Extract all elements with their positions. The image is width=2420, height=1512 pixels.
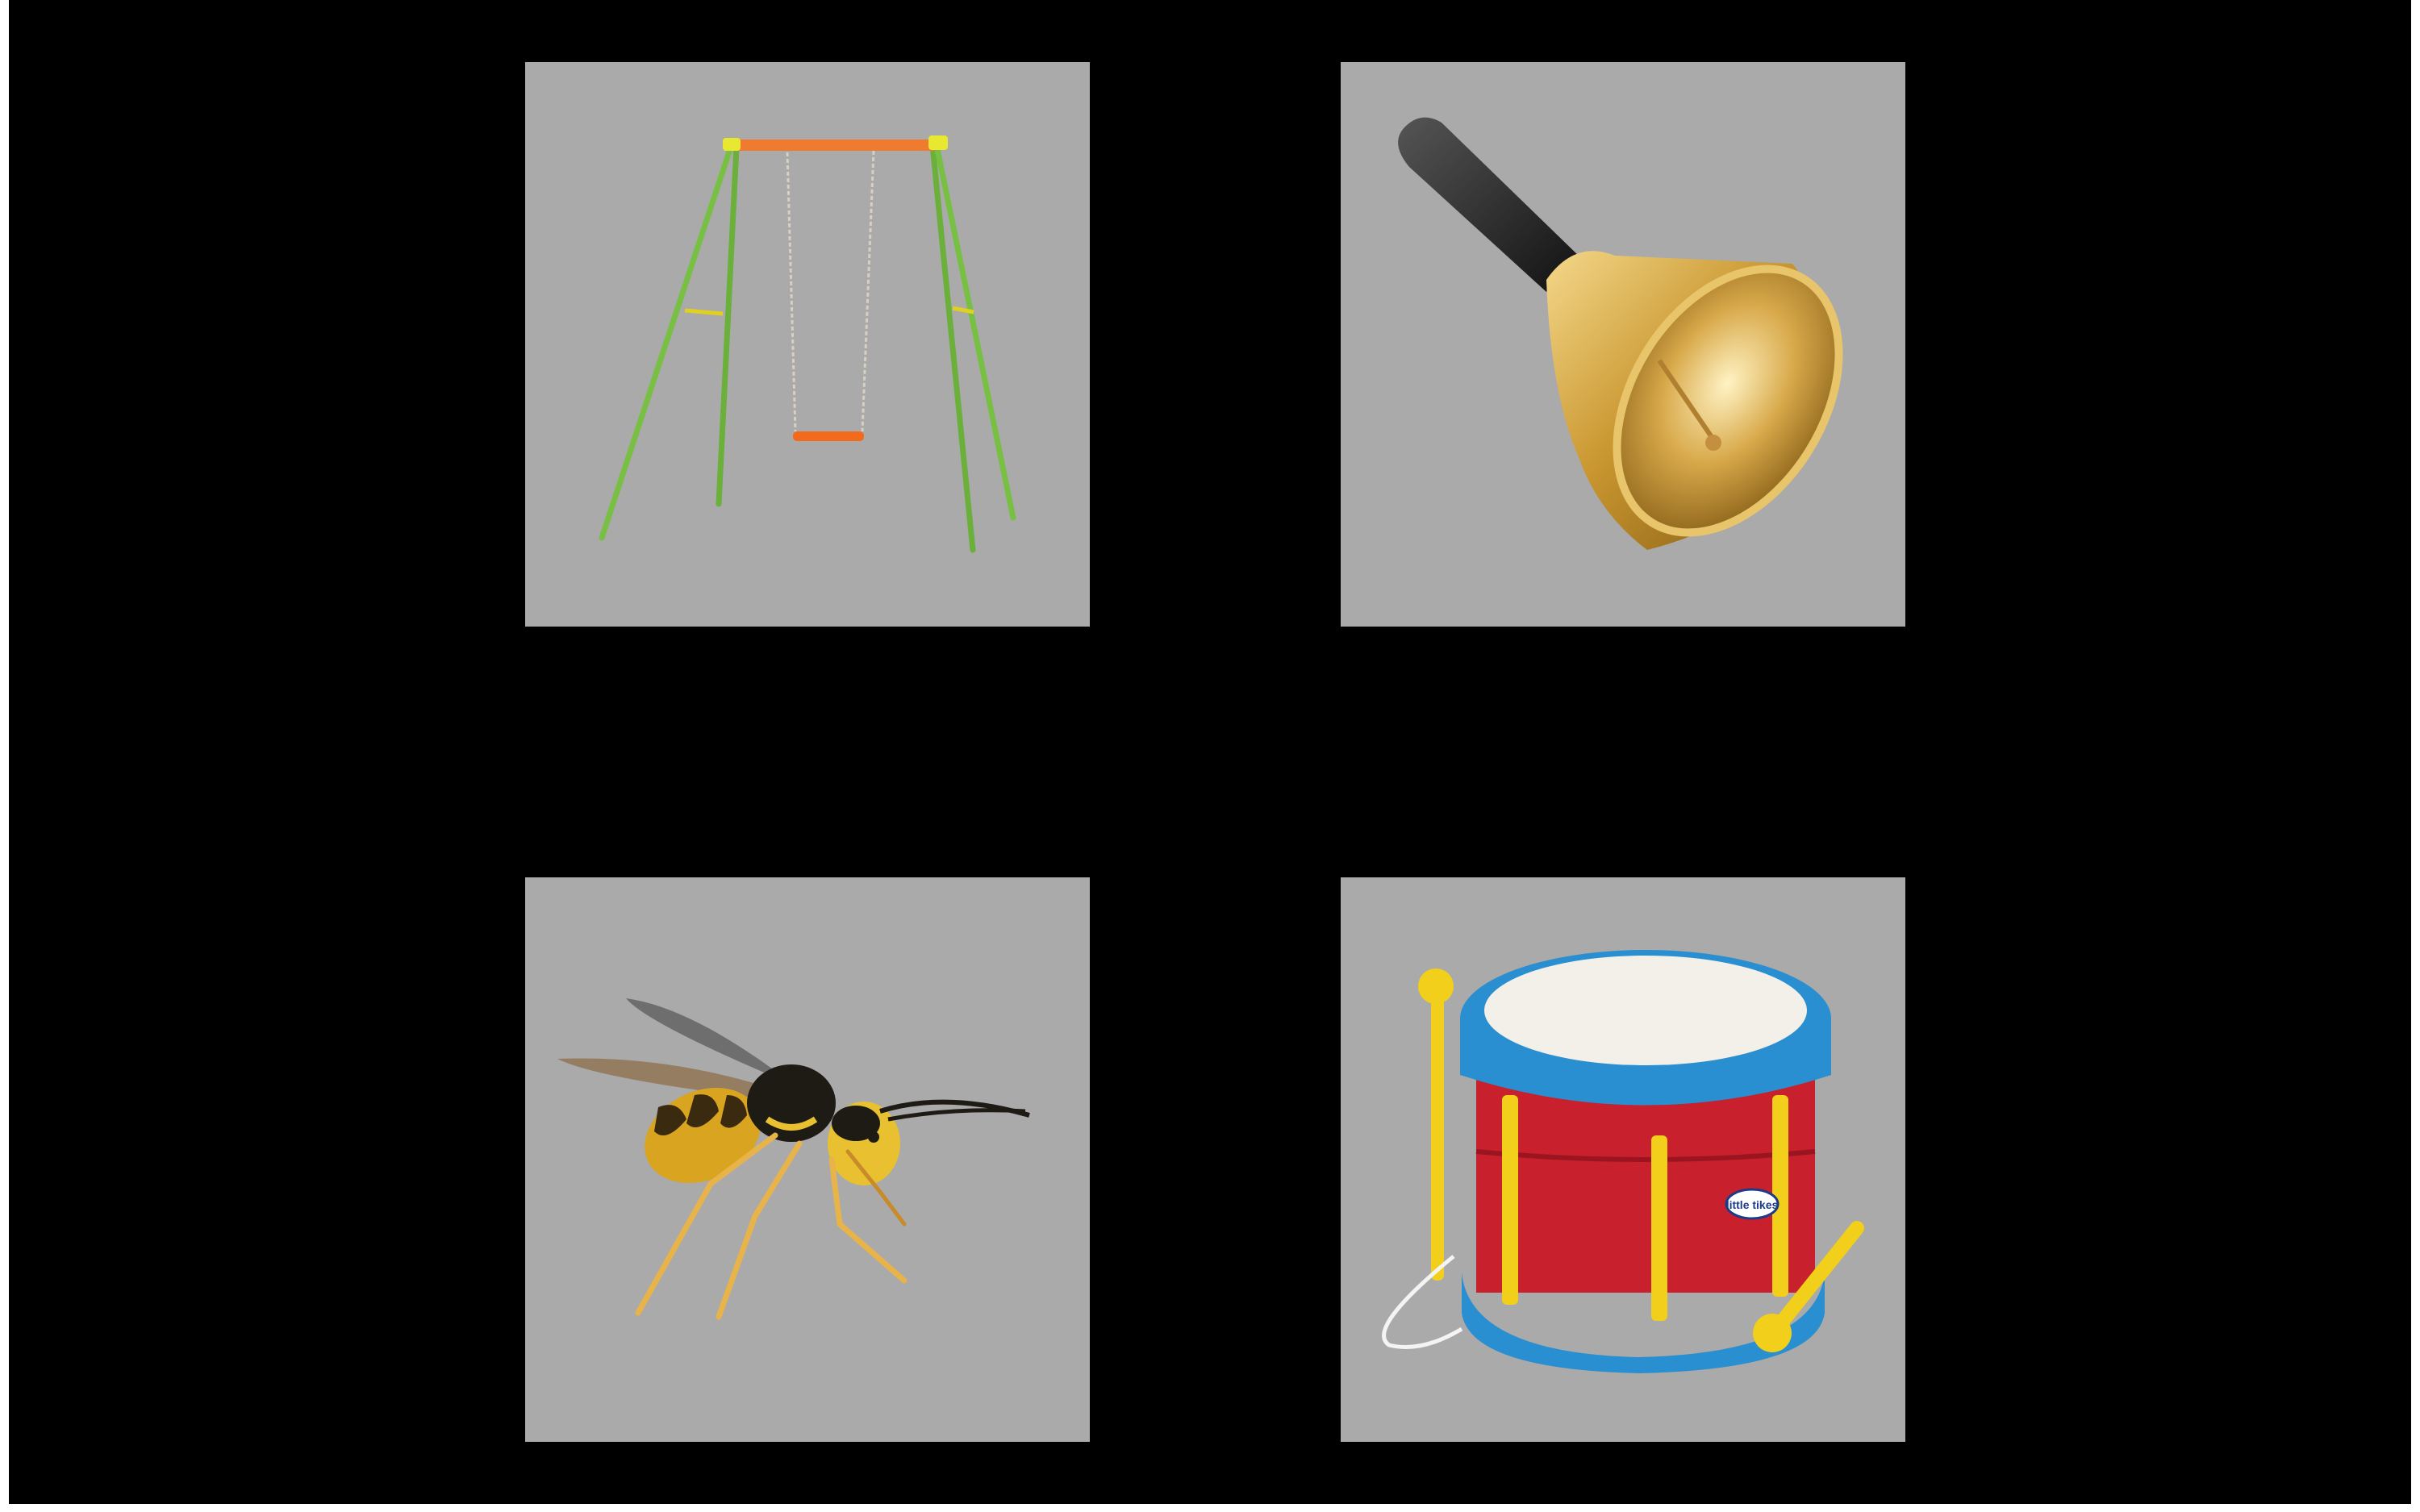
bottom-border: [0, 1504, 2420, 1512]
drum-brand-text: little tikes: [1726, 1198, 1779, 1211]
image-card-bell[interactable]: [1341, 62, 1905, 627]
hand-bell-icon: [1398, 117, 1843, 550]
swing-set-icon: [599, 135, 1016, 553]
left-border: [0, 0, 9, 1512]
toy-drum-icon: little tikes: [1382, 950, 1864, 1373]
image-card-wasp[interactable]: [525, 877, 1090, 1442]
wasp-icon: [557, 998, 1030, 1320]
image-card-drum[interactable]: little tikes: [1341, 877, 1905, 1442]
image-card-swing[interactable]: [525, 62, 1090, 627]
right-border: [2411, 0, 2420, 1512]
